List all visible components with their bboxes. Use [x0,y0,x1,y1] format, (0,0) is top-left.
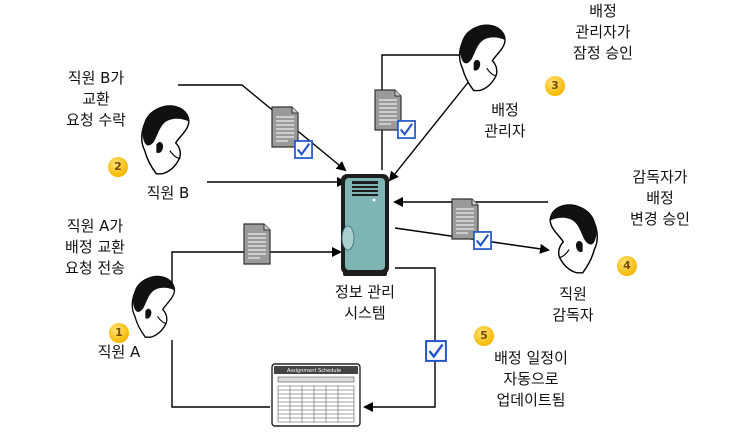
line-a-to-schedule [171,340,270,408]
step-badge-4: 4 [617,256,637,276]
document-icon [243,223,271,265]
schedule-icon: Assignment Schedule [271,363,361,427]
line-system-to-manager [381,54,465,170]
checkbox-icon [397,120,416,139]
server-icon [341,174,389,276]
line-manager-to-system [388,79,471,182]
step-badge-1: 1 [109,323,129,343]
supervisor-head-icon [549,204,598,274]
manager-label: 배정 관리자 [484,101,526,140]
step-badge-3: 3 [545,76,565,96]
step-badge-2: 2 [108,157,128,177]
supervisor-label: 직원 감독자 [552,285,594,324]
system-label: 정보 관리 시스템 [335,283,395,322]
line-a-to-system [171,247,342,292]
employee-a-head-icon [131,275,176,338]
employee-a-label: 직원 A [97,343,141,361]
line-b-doc-to-system [178,84,347,172]
b-accept-label: 직원 B가 교환 요청 수락 [66,69,126,129]
step-badge-5: 5 [474,326,494,346]
manager-head-icon [458,24,507,92]
line-system-to-schedule [363,267,436,412]
checkbox-icon [425,340,447,362]
checkbox-icon [294,140,313,159]
a-request-label: 직원 A가 배정 교환 요청 전송 [65,217,125,277]
checkbox-icon [473,231,492,250]
schedule-title: Assignment Schedule [287,368,341,374]
manager-approve-label: 배정 관리자가 잠정 승인 [573,2,633,62]
schedule-update-label: 배정 일정이 자동으로 업데이트됨 [494,349,568,409]
employee-b-label: 직원 B [146,184,190,202]
supervisor-approve-label: 감독자가 배정 변경 승인 [630,168,690,228]
employee-b-head-icon [141,105,191,175]
